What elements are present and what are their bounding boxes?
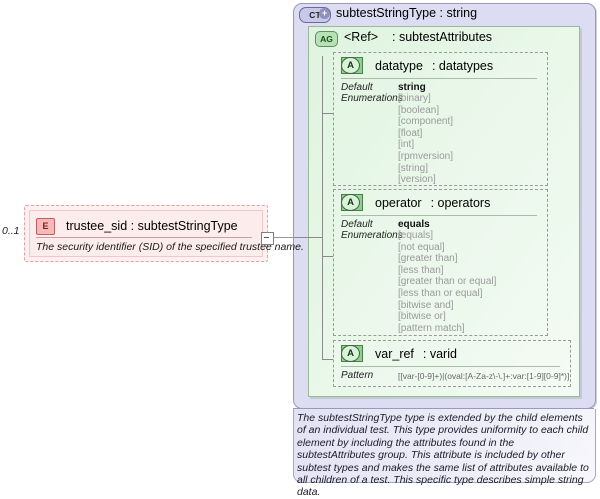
enumeration-item: [component]	[398, 116, 454, 128]
attribute-type-operator: : operators	[430, 195, 491, 210]
facet-pattern-value-var-ref: [[var-[0-9]+)|(oval:[A-Za-z\-\.]+:var:[1…	[398, 371, 570, 381]
attribute-name-operator: operator	[375, 195, 422, 210]
enumeration-item: [less than or equal]	[398, 287, 483, 299]
attribute-group-ref-label: <Ref>	[344, 30, 379, 44]
facet-default-value-operator: equals	[398, 219, 430, 230]
enumeration-item: [string]	[398, 162, 429, 174]
enumeration-item: [version]	[398, 174, 436, 186]
annotation-box	[293, 409, 596, 483]
divider	[341, 366, 560, 367]
enumeration-item: [pattern match]	[398, 322, 465, 334]
attribute-card-operator[interactable]	[333, 189, 548, 336]
complex-type-expand-icon[interactable]: +	[319, 8, 330, 19]
facet-default-value-datatype: string	[398, 82, 426, 93]
attribute-group-type-label: : subtestAttributes	[392, 30, 493, 44]
attribute-type-var-ref: : varid	[422, 346, 457, 361]
tree-connector-stub	[285, 237, 323, 238]
element-to-type-connector	[272, 237, 294, 238]
facet-label-enumerations-operator: Enumerations	[341, 230, 403, 241]
enumeration-item: [not equal]	[398, 241, 445, 253]
facet-label-enumerations-datatype: Enumerations	[341, 93, 403, 104]
attribute-header-operator: A operator : operators	[341, 194, 490, 211]
attribute-group-badge-icon: AG	[315, 31, 338, 47]
attribute-card-datatype[interactable]	[333, 52, 548, 186]
enumeration-item: [equals]	[398, 230, 434, 241]
attribute-name-datatype: datatype	[375, 58, 423, 73]
attribute-badge-icon: A	[341, 345, 363, 362]
facet-label-default-datatype: Default	[341, 82, 373, 93]
annotation-text: The subtestStringType type is extended b…	[297, 412, 589, 499]
complex-type-title: subtestStringType : string	[336, 6, 478, 20]
attribute-badge-icon: A	[341, 194, 363, 211]
element-title: trustee_sid : subtestStringType	[66, 219, 238, 233]
attribute-card-var-ref[interactable]	[333, 340, 571, 387]
attribute-name-var-ref: var_ref	[375, 346, 414, 361]
annotation-separator	[293, 408, 594, 409]
enumeration-item: [greater than]	[398, 253, 458, 265]
element-badge-icon: E	[36, 217, 55, 235]
tree-branch-varref	[322, 359, 333, 360]
attribute-header-datatype: A datatype : datatypes	[341, 57, 493, 74]
divider	[341, 78, 537, 79]
enumeration-item: [less than]	[398, 264, 444, 276]
enumeration-item: [boolean]	[398, 104, 440, 116]
facet-label-pattern-var-ref: Pattern	[341, 370, 374, 381]
enumeration-item: [float]	[398, 127, 423, 139]
facet-enumeration-list-operator: [equals][not equal][greater than][less t…	[398, 230, 496, 334]
facet-label-default-operator: Default	[341, 219, 373, 230]
element-header: E trustee_sid : subtestStringType	[36, 216, 260, 236]
tree-branch-datatype	[322, 113, 333, 114]
tree-branch-operator	[322, 256, 333, 257]
tree-connector-spine	[322, 56, 323, 359]
attribute-type-datatype: : datatypes	[431, 58, 494, 73]
divider	[36, 237, 252, 238]
enumeration-item: [rpmversion]	[398, 150, 454, 162]
attribute-header-var-ref: A var_ref : varid	[341, 345, 457, 362]
divider	[341, 215, 537, 216]
collapse-toggle-icon[interactable]	[261, 232, 274, 245]
enumeration-item: [bitwise and]	[398, 299, 454, 311]
enumeration-item: [binary]	[398, 93, 431, 104]
enumeration-item: [greater than or equal]	[398, 276, 497, 288]
element-multiplicity-label: 0..1	[2, 225, 20, 237]
attribute-badge-icon: A	[341, 57, 363, 74]
element-card[interactable]	[29, 210, 263, 257]
element-documentation: The security identifier (SID) of the spe…	[36, 241, 304, 253]
enumeration-item: [int]	[398, 139, 415, 151]
enumeration-item: [bitwise or]	[398, 311, 446, 323]
facet-enumeration-list-datatype: [binary][boolean][component][float][int]…	[398, 93, 453, 186]
